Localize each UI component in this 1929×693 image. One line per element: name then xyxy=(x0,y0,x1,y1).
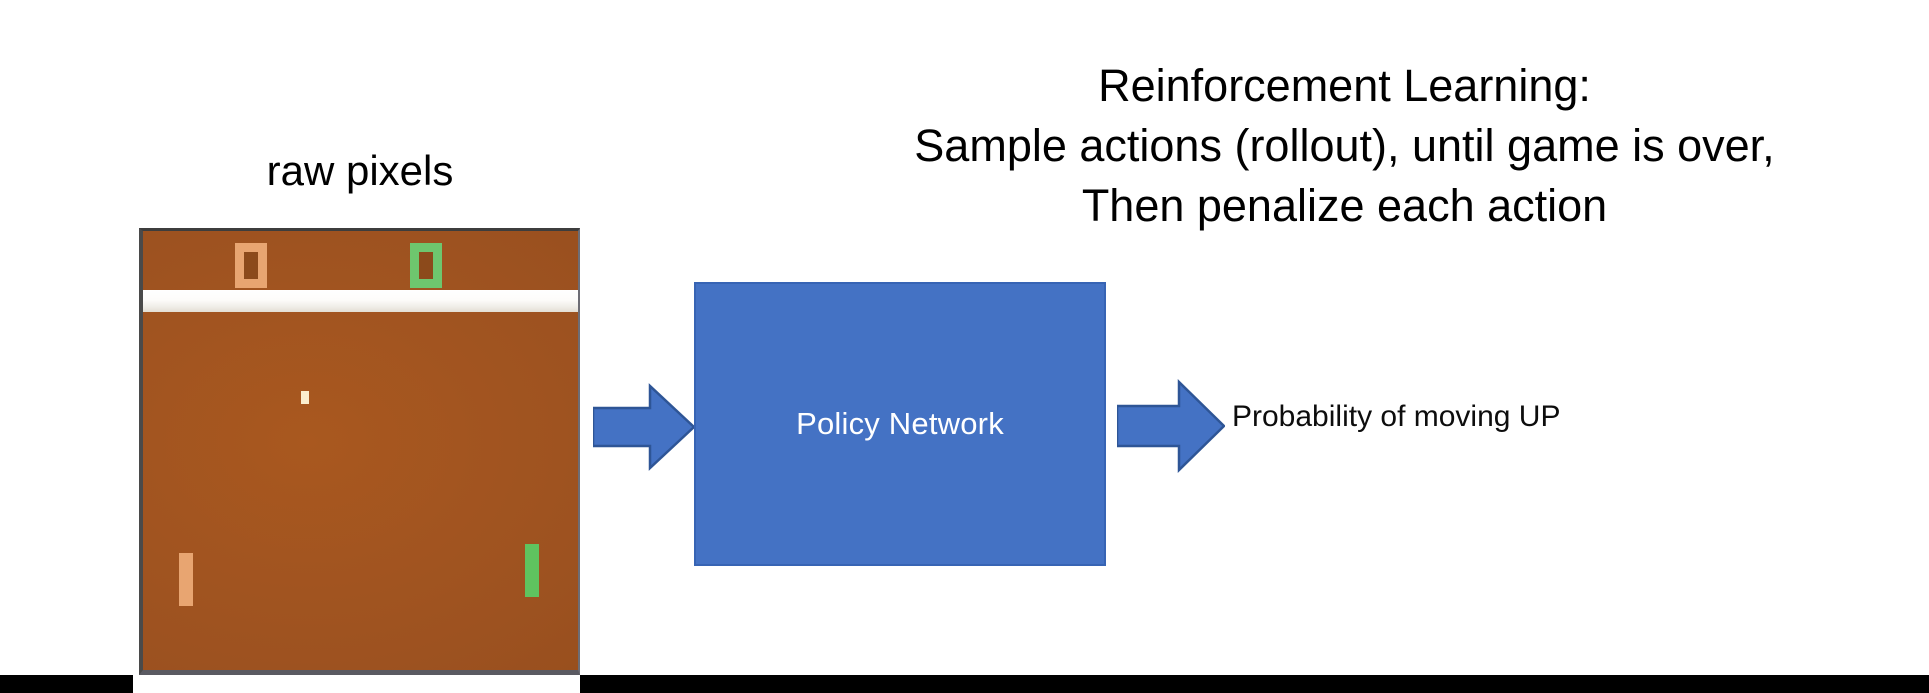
pong-paddle-right xyxy=(525,544,539,597)
atari-pong-screen xyxy=(139,228,580,675)
pong-score-left-digit xyxy=(235,243,267,288)
digit-hole xyxy=(419,252,433,279)
output-arrow-icon xyxy=(1117,378,1225,474)
output-probability-label: Probability of moving UP xyxy=(1232,400,1561,433)
input-arrow-icon xyxy=(593,382,695,472)
pong-score-right-digit xyxy=(410,243,442,288)
caption-line-1: Reinforcement Learning: xyxy=(1098,60,1591,111)
bottom-bar-right xyxy=(580,675,1929,693)
caption-line-3: Then penalize each action xyxy=(1081,179,1608,231)
caption-line-2: Sample actions (rollout), until game is … xyxy=(914,119,1775,171)
policy-network-box[interactable]: Policy Network xyxy=(694,282,1106,566)
pong-ball xyxy=(301,391,309,404)
raw-pixels-label: raw pixels xyxy=(266,147,454,194)
pong-top-wall xyxy=(143,290,578,312)
pong-paddle-left xyxy=(179,553,193,606)
policy-network-label: Policy Network xyxy=(796,406,1004,441)
reinforcement-learning-caption: Reinforcement Learning: Sample actions (… xyxy=(760,56,1929,236)
bottom-bar-left xyxy=(0,675,133,693)
digit-hole xyxy=(244,252,258,279)
